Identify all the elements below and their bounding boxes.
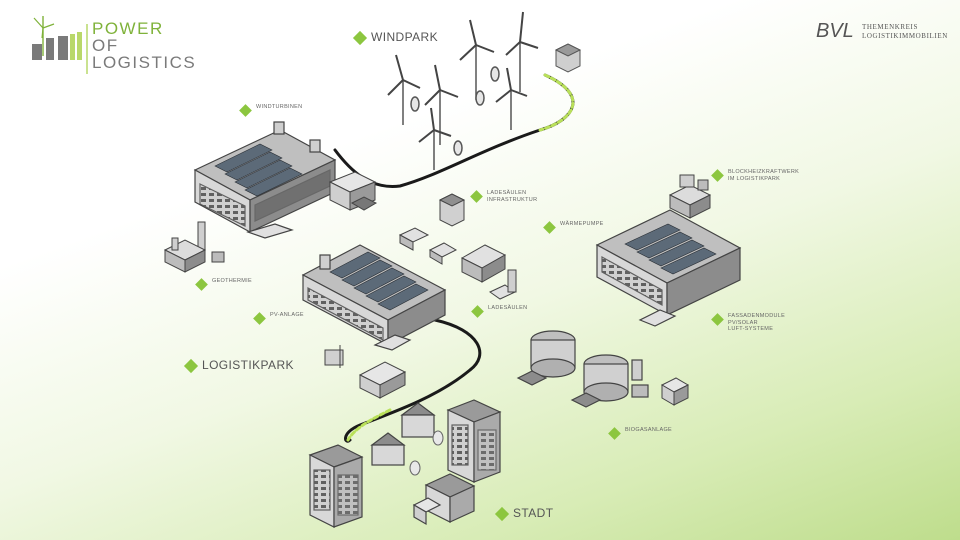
diamond-icon [195,278,208,291]
label-windpark: WINDPARK [352,30,438,46]
diamond-icon [471,305,484,318]
city-buildings [308,399,502,528]
turbine [505,11,539,92]
label-waermepumpe: WÄRMEPUMPE [543,221,604,234]
logo-line-logistics: LOGISTICS [92,53,197,72]
biogas-plant [516,330,649,408]
label-ladesaeulen-infrastruktur: LADESÄULEN INFRASTRUKTUR [470,190,537,203]
diamond-icon [352,30,368,46]
label-windturbinen: WINDTURBINEN [239,104,302,117]
warehouse-fassadenmodule [595,209,742,327]
warehouse-windturbinen [193,121,337,239]
logo-line-of: OF [92,36,119,55]
truck [358,361,407,399]
diamond-icon [183,358,199,374]
bvl-subtitle: Themenkreis Logistikimmobilien [862,23,948,41]
turbine [459,19,495,100]
charging-vehicles [398,227,517,300]
label-geothermie: GEOTHERMIE [195,278,252,291]
truck [660,377,690,406]
diamond-icon [608,427,621,440]
forklift [324,345,344,368]
label-blockheizkraftwerk: BLOCKHEIZKRAFTWERK IM LOGISTIKPARK [711,169,799,182]
power-of-logistics-logo-text: POWER OF LOGISTICS [92,20,196,71]
diamond-icon [239,104,252,117]
warehouse-pv-anlage [301,244,447,351]
bvl-subtitle-line1: Themenkreis [862,23,918,31]
diamond-icon [543,221,556,234]
bvl-mark: BVL [816,20,854,42]
geothermal-plant [163,221,225,273]
bvl-subtitle-line2: Logistikimmobilien [862,32,948,40]
label-logistikpark: LOGISTIKPARK [183,358,294,374]
wind-turbines [387,11,539,170]
trees [409,430,444,476]
diamond-icon [253,312,266,325]
cable-windpark-to-warehouse [333,73,575,189]
turbine [387,54,421,125]
turbine [424,64,459,145]
label-fassadenmodule: FASSADENMODULE PV/SOLAR LUFT-SYSTEME [711,313,785,333]
cable-green-segment-windpark [538,73,575,132]
diamond-icon [711,313,724,326]
power-of-logistics-logo-graphic [32,16,88,74]
substation [554,43,582,73]
truck [328,171,378,211]
label-stadt: STADT [494,506,553,522]
logo-line-power: POWER [92,19,164,38]
diamond-icon [470,190,483,203]
turbine [495,67,528,130]
label-biogasanlage: BIOGASANLAGE [608,427,672,440]
cable-logistikpark-to-stadt [344,318,482,443]
cable-green-segment-stadt [346,408,392,442]
turbine [418,107,452,170]
bvl-logo: BVL Themenkreis Logistikimmobilien [816,20,948,44]
diamond-icon [494,506,510,522]
charging-station-infrastructure [438,193,466,227]
bhkw-plant [668,174,712,219]
diamond-icon [711,169,724,182]
label-ladesaeulen: LADESÄULEN [471,305,527,318]
label-pv-anlage: PV-ANLAGE [253,312,304,325]
